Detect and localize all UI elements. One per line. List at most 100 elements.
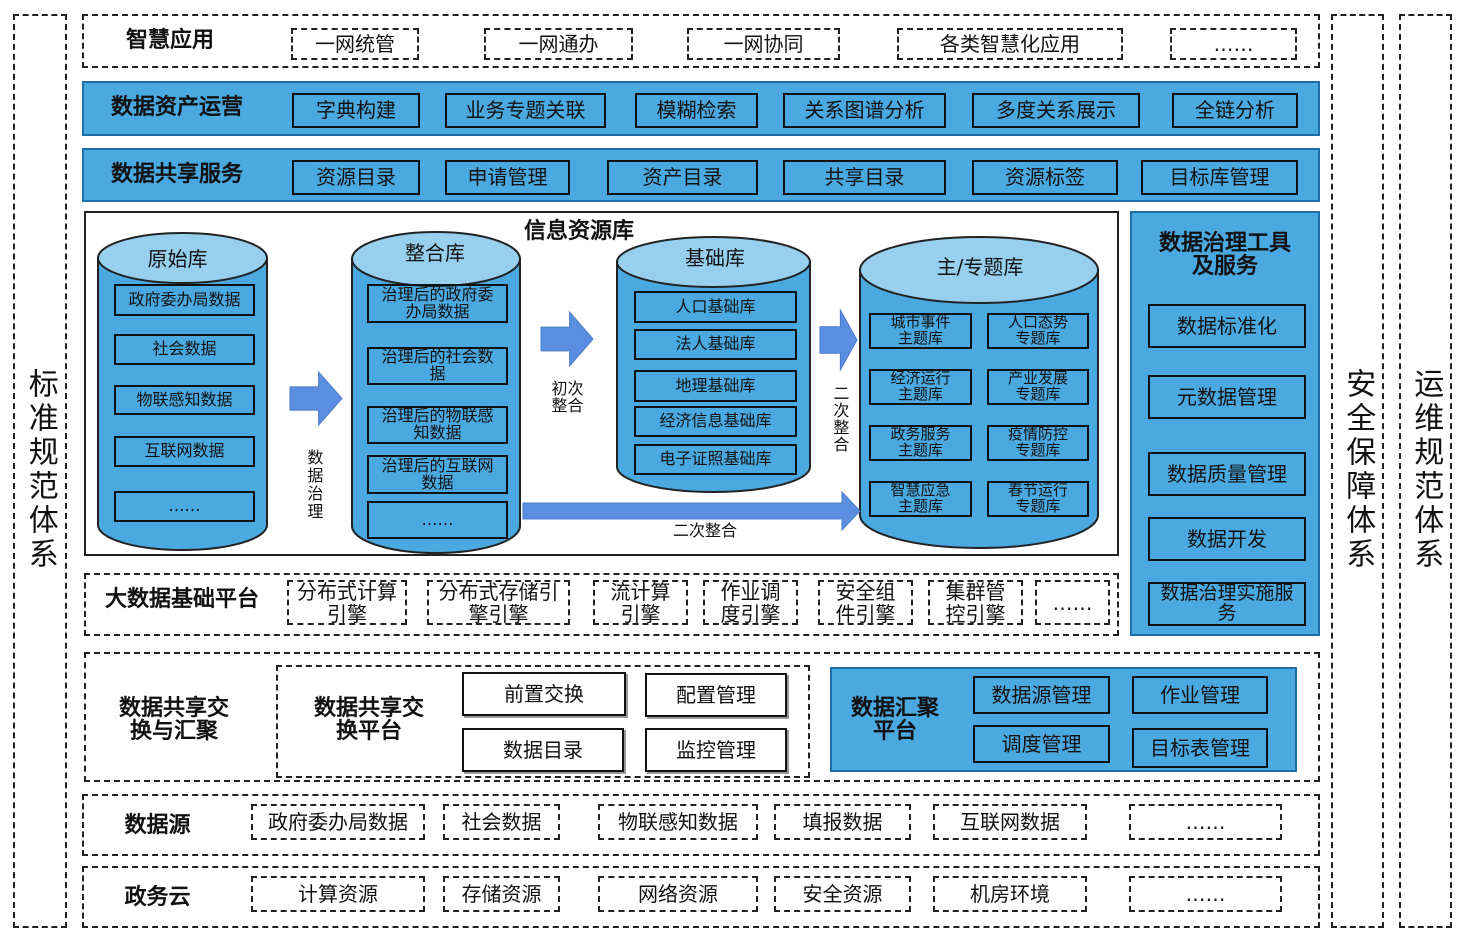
asset-ops-item: 业务专题关联 bbox=[445, 93, 606, 128]
base-title: 基础库 bbox=[685, 245, 745, 270]
topic-cylinder-top bbox=[859, 236, 1099, 304]
exchange-item: 数据目录 bbox=[462, 728, 624, 772]
exchange-platform-title: 数据共享交换平台 bbox=[313, 695, 424, 744]
exchange-item: 前置交换 bbox=[462, 672, 626, 716]
arrow-secondary-integration-long bbox=[522, 490, 861, 532]
smart-app-row bbox=[82, 14, 1320, 68]
integrated-title: 整合库 bbox=[405, 240, 465, 265]
cloud-item: 安全资源 bbox=[774, 876, 911, 912]
topic-title: 主/专题库 bbox=[936, 254, 1024, 279]
topic-item: 城市事件主题库 bbox=[869, 313, 972, 349]
bigdata-item: 分布式存储引擎引擎 bbox=[427, 580, 570, 625]
share-service-item: 目标库管理 bbox=[1141, 160, 1298, 195]
secondary-integration-long-label: 二次整合 bbox=[672, 520, 737, 540]
initial-integration-label: 初次整合 bbox=[551, 379, 584, 415]
smart-app-item: 各类智慧化应用 bbox=[897, 28, 1123, 60]
base-item: 法人基础库 bbox=[634, 329, 797, 360]
raw-item: 互联网数据 bbox=[114, 436, 255, 467]
governance-item: 元数据管理 bbox=[1148, 375, 1306, 419]
share-service-title: 数据共享服务 bbox=[110, 162, 243, 188]
sources-item: 社会数据 bbox=[443, 804, 560, 840]
security-column bbox=[1331, 14, 1384, 928]
share-service-item: 资源目录 bbox=[292, 160, 420, 195]
bigdata-item: 流计算引擎 bbox=[593, 580, 688, 625]
topic-item: 人口态势专题库 bbox=[987, 313, 1089, 349]
governance-item: 数据治理实施服务 bbox=[1148, 582, 1306, 626]
topic-item: 春节运行专题库 bbox=[987, 481, 1089, 517]
cloud-row bbox=[82, 866, 1320, 928]
base-item: 电子证照基础库 bbox=[634, 444, 797, 475]
security-label: 安全保障体系 bbox=[1340, 368, 1376, 572]
raw-cylinder-top bbox=[97, 232, 268, 284]
topic-item: 经济运行主题库 bbox=[869, 369, 972, 405]
standards-label: 标准规范体系 bbox=[22, 368, 58, 572]
sources-title: 数据源 bbox=[124, 813, 191, 839]
aggregation-item: 目标表管理 bbox=[1132, 728, 1268, 768]
share-service-item: 共享目录 bbox=[783, 160, 946, 195]
bigdata-title: 大数据基础平台 bbox=[104, 587, 259, 613]
share-service-item: 申请管理 bbox=[445, 160, 570, 195]
smart-app-title: 智慧应用 bbox=[125, 28, 214, 54]
bigdata-item: 安全组件引擎 bbox=[818, 580, 913, 625]
arrow-data-governance bbox=[289, 370, 343, 427]
smart-app-item: 一网协同 bbox=[687, 28, 840, 60]
asset-ops-title: 数据资产运营 bbox=[110, 95, 243, 121]
asset-ops-item: 关系图谱分析 bbox=[783, 93, 946, 128]
smart-app-item: 一网通办 bbox=[484, 28, 633, 60]
asset-ops-item: 模糊检索 bbox=[635, 93, 758, 128]
ops-column bbox=[1399, 14, 1452, 928]
exchange-item: 配置管理 bbox=[645, 673, 787, 717]
cloud-item: 网络资源 bbox=[598, 876, 758, 912]
topic-item: 政务服务主题库 bbox=[869, 425, 972, 461]
aggregation-item: 调度管理 bbox=[973, 725, 1110, 763]
cloud-item: 存储资源 bbox=[443, 876, 560, 912]
bigdata-item: …… bbox=[1035, 580, 1110, 625]
sources-row bbox=[82, 794, 1320, 856]
raw-item: 物联感知数据 bbox=[114, 385, 255, 415]
ops-label: 运维规范体系 bbox=[1408, 368, 1444, 572]
exchange-row bbox=[84, 652, 1320, 782]
base-cylinder-top bbox=[616, 236, 811, 288]
cloud-item: 计算资源 bbox=[251, 876, 425, 912]
base-item: 人口基础库 bbox=[634, 291, 797, 323]
topic-cylinder-body bbox=[859, 269, 1099, 549]
sources-item: …… bbox=[1129, 804, 1282, 840]
aggregation-item: 数据源管理 bbox=[973, 676, 1110, 714]
aggregation-platform bbox=[830, 667, 1297, 772]
secondary-integration-label: 二次整合 bbox=[830, 385, 850, 453]
sources-item: 互联网数据 bbox=[933, 804, 1087, 840]
base-cylinder-body bbox=[616, 261, 811, 493]
exchange-item: 监控管理 bbox=[645, 728, 787, 772]
topic-item: 疫情防控专题库 bbox=[987, 425, 1089, 461]
governance-panel bbox=[1130, 211, 1320, 636]
aggregation-title: 数据汇聚平台 bbox=[850, 695, 939, 744]
base-item: 地理基础库 bbox=[634, 370, 797, 402]
share-service-item: 资产目录 bbox=[607, 160, 758, 195]
sources-item: 物联感知数据 bbox=[598, 804, 758, 840]
sources-item: 政府委办局数据 bbox=[251, 804, 425, 840]
integrated-item: …… bbox=[367, 501, 508, 539]
topic-item: 智慧应急主题库 bbox=[869, 481, 972, 517]
aggregation-item: 作业管理 bbox=[1132, 676, 1268, 714]
integrated-item: 治理后的政府委办局数据 bbox=[367, 284, 508, 323]
bigdata-item: 集群管控引擎 bbox=[928, 580, 1023, 625]
share-service-item: 资源标签 bbox=[972, 160, 1118, 195]
exchange-platform-frame bbox=[276, 665, 810, 778]
exchange-title: 数据共享交换与汇聚 bbox=[118, 695, 229, 744]
bigdata-item: 作业调度引擎 bbox=[703, 580, 798, 625]
base-item: 经济信息基础库 bbox=[634, 406, 797, 437]
cloud-item: 机房环境 bbox=[933, 876, 1087, 912]
bigdata-item: 分布式计算引擎 bbox=[287, 580, 407, 625]
smart-app-item: 一网统管 bbox=[291, 28, 419, 60]
bigdata-row bbox=[84, 573, 1119, 636]
smart-app-item: …… bbox=[1170, 28, 1297, 60]
raw-item: …… bbox=[114, 491, 255, 522]
topic-item: 产业发展专题库 bbox=[987, 369, 1089, 405]
raw-item: 社会数据 bbox=[114, 334, 255, 365]
arrow-secondary-integration bbox=[819, 308, 858, 372]
integrated-item: 治理后的互联网数据 bbox=[367, 455, 508, 494]
integrated-item: 治理后的社会数据 bbox=[367, 347, 508, 385]
standards-column bbox=[13, 14, 67, 928]
